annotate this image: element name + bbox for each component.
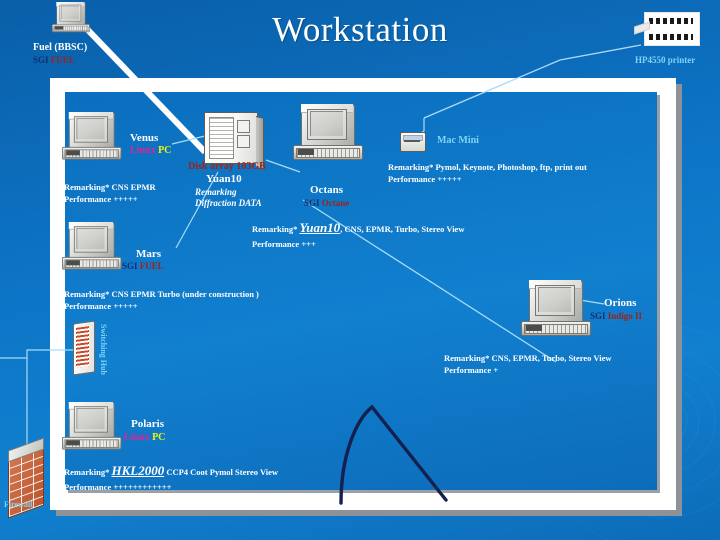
hub-ports [76, 326, 89, 368]
page-title: Workstation [272, 10, 448, 49]
remark-venus: Remarking* CNS EPMR Performance +++++ [64, 181, 156, 206]
keyboard-icon [64, 149, 119, 158]
model-name: FUEL [139, 261, 164, 271]
node-label-yuan10: Yuan10 [206, 173, 242, 185]
monitor-screen [76, 407, 105, 430]
printer-body [644, 12, 700, 46]
node-model-venus: Linux PC [130, 145, 171, 157]
printer-dots-bottom [649, 34, 693, 40]
remark-polaris: Remarking* HKL2000 CCP4 Coot Pymol Stere… [64, 462, 278, 493]
performance-line: Performance +++++ [388, 174, 462, 185]
disk-array-bay-1 [237, 120, 250, 133]
node-label-firewall: Firewall [4, 500, 33, 509]
keyboard-indicator [66, 440, 80, 446]
platform-name: PC [152, 432, 166, 443]
monitor-screen [76, 227, 105, 250]
node-label-octans: Octans [310, 184, 343, 196]
node-model-octans: SGI Octane [304, 198, 349, 209]
remark-rest: , CNS, EPMR, Turbo, Stereo View [340, 224, 465, 234]
model-prefix: SGI [590, 311, 606, 321]
node-label-switching-hub: Switching Hub [99, 324, 108, 375]
node-label-mars: Mars [136, 248, 162, 260]
node-label-polaris: Polaris [131, 418, 164, 430]
node-model-mars: SGI FUEL [122, 261, 164, 272]
model-name: Indigo II [607, 311, 643, 321]
model-name: Octane [321, 198, 350, 208]
monitor-screen [310, 111, 343, 136]
remark-line: Remarking* HKL2000 CCP4 Coot Pymol Stere… [64, 462, 278, 481]
performance-line: Performance +++ [252, 238, 316, 249]
monitor-screen [76, 117, 105, 140]
performance-line: Performance ++++++++++++ [64, 481, 172, 492]
platform-name: PC [158, 145, 172, 156]
remark-line: Remarking* CNS, EPMR, Turbo, Stereo View [444, 353, 612, 363]
remark-line: Remarking* Yuan10, CNS, EPMR, Turbo, Ste… [252, 219, 464, 238]
printer-dots-top [649, 18, 693, 24]
model-prefix: SGI [122, 261, 138, 271]
note-diskarray-line2: Diffraction DATA [195, 198, 262, 208]
node-label-printer: HP4550 printer [635, 55, 696, 65]
keyboard-icon [64, 259, 119, 268]
disk-array-drive-bays [209, 117, 234, 159]
keyboard-indicator [66, 260, 80, 266]
remark-line: Remarking* Pymol, Keynote, Photoshop, ft… [388, 162, 587, 172]
keyboard-icon [524, 324, 588, 334]
performance-line: Performance + [444, 365, 499, 376]
remark-rest: CCP4 Coot Pymol Stereo View [166, 467, 279, 477]
remark-app: Yuan10 [299, 220, 341, 235]
node-model-fuel: SGI FUEL [33, 55, 75, 66]
keyboard-indicator [298, 149, 314, 155]
keyboard-icon [53, 25, 89, 32]
node-label-venus: Venus [130, 132, 159, 144]
keyboard-indicator [526, 325, 542, 331]
node-model-orions: SGI Indigo II [590, 311, 642, 322]
model-name: FUEL [50, 55, 75, 65]
performance-line: Performance +++++ [64, 301, 138, 312]
disk-array-bay-2 [237, 135, 250, 148]
remark-mac-mini: Remarking* Pymol, Keynote, Photoshop, ft… [388, 161, 587, 186]
node-label-orions: Orions [604, 297, 637, 309]
keyboard-icon [64, 439, 119, 448]
keyboard-icon [296, 148, 360, 158]
node-label-mac-mini: Mac Mini [437, 135, 479, 146]
note-diskarray-line1: Remarking [195, 187, 237, 197]
remark-prefix: Remarking* [64, 467, 110, 477]
os-name: Linux [124, 432, 150, 443]
node-label-fuel: Fuel (BBSC) [33, 42, 88, 53]
node-label-disk-array: Disk array 103GB [188, 161, 266, 172]
remark-app: HKL2000 [111, 463, 165, 478]
keyboard-indicator [54, 26, 64, 30]
monitor-screen [538, 287, 571, 312]
os-name: Linux [130, 145, 156, 156]
node-model-polaris: Linux PC [124, 432, 165, 444]
keyboard-indicator [66, 150, 80, 156]
performance-line: Performance +++++ [64, 194, 138, 205]
remark-line: Remarking* CNS EPMR [64, 182, 156, 192]
remark-mars: Remarking* CNS EPMR Turbo (under constru… [64, 288, 259, 313]
model-prefix: SGI [304, 198, 320, 208]
monitor-screen [61, 5, 79, 20]
remark-orions: Remarking* CNS, EPMR, Turbo, Stereo View… [444, 352, 612, 377]
remark-octans: Remarking* Yuan10, CNS, EPMR, Turbo, Ste… [252, 219, 464, 250]
remark-line: Remarking* CNS EPMR Turbo (under constru… [64, 289, 259, 299]
remark-prefix: Remarking* [252, 224, 298, 234]
model-prefix: SGI [33, 55, 49, 65]
mac-mini-drive-slot [404, 140, 420, 142]
